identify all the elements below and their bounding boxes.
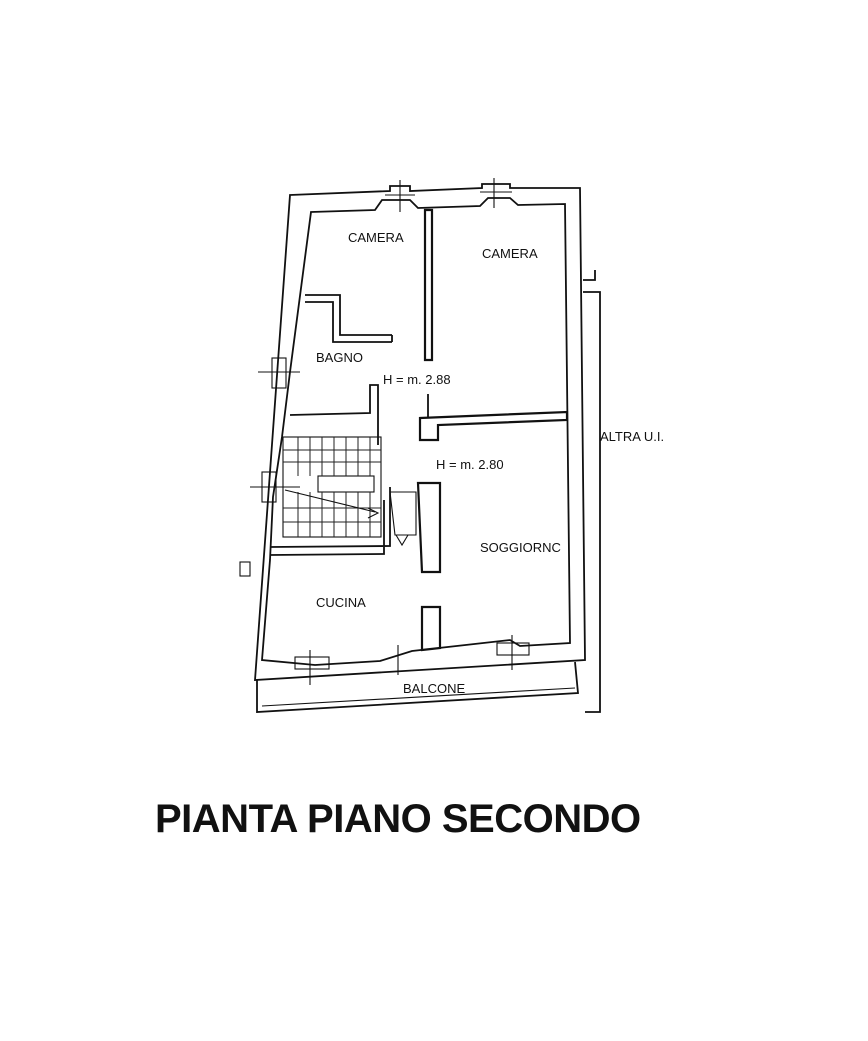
- partition-kitchen-top: [269, 487, 391, 556]
- balcony-rail: [261, 687, 576, 707]
- room-label-bagno: BAGNO: [316, 350, 363, 365]
- window-bottom-kitchen: [294, 650, 330, 685]
- room-label-camera-left: CAMERA: [348, 230, 404, 245]
- height-label-upper: H = m. 2.88: [383, 372, 451, 387]
- window-top-right: [480, 178, 512, 208]
- partition-central: [416, 481, 442, 574]
- window-top-left: [385, 180, 415, 212]
- window-left-stairs: [250, 471, 300, 503]
- height-label-lower: H = m. 2.80: [436, 457, 504, 472]
- partition-bagno: [305, 294, 393, 343]
- plan-title: PIANTA PIANO SECONDO: [155, 797, 641, 841]
- partition-kitchen-stub: [420, 605, 442, 652]
- inner-wall: [261, 197, 571, 666]
- outer-wall: [254, 183, 586, 681]
- partition-living-top: [418, 410, 569, 442]
- window-left-kitchen: [239, 561, 251, 577]
- window-left-bagno: [258, 357, 300, 389]
- partition-bagno-wall: [289, 384, 379, 445]
- room-label-camera-right: CAMERA: [482, 246, 538, 261]
- neighbour-label: ALTRA U.I.: [600, 429, 664, 444]
- room-label-cucina: CUCINA: [316, 595, 366, 610]
- closet: [389, 491, 417, 547]
- room-label-soggiorno: SOGGIORNC: [480, 540, 561, 555]
- balcony-outline: [256, 661, 579, 713]
- window-bottom-living: [496, 635, 530, 670]
- room-label-balcone: BALCONE: [403, 681, 465, 696]
- staircase: [282, 436, 382, 538]
- neighbour-boundary: [583, 270, 601, 713]
- partition-camera-divider: [423, 208, 434, 362]
